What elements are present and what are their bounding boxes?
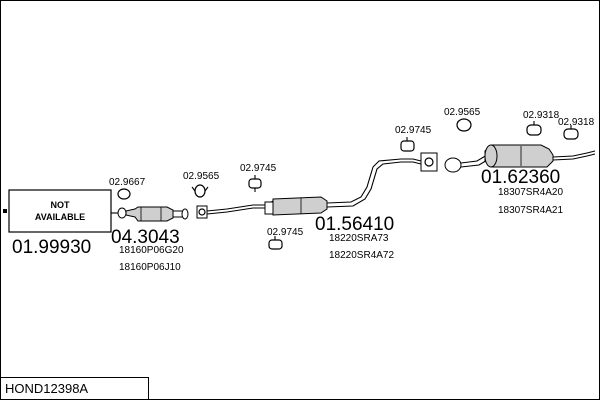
front-flange-icon [196, 205, 208, 219]
hanger-rear-left-ref: 02.9745 [395, 125, 432, 136]
not-available-part[interactable]: NOT AVAILABLE [8, 189, 112, 233]
rear-silencer-oem-2: 18307SR4A21 [498, 205, 563, 216]
rear-flange-icon [420, 152, 438, 172]
clamp-front-ref: 02.9565 [183, 171, 220, 182]
hanger-mid-top-icon[interactable] [248, 175, 262, 192]
rear-pipe-lower [326, 161, 422, 208]
center-silencer-oem-2: 18220SR4A72 [329, 250, 394, 261]
hanger-rear-b-ref: 02.9318 [558, 117, 595, 128]
front-pipe-oem-2: 18160P06J10 [119, 262, 181, 273]
front-pipe-part[interactable] [117, 206, 189, 222]
hanger-mid-bottom-ref: 02.9745 [267, 227, 304, 238]
diagram-code-label: HOND12398A [1, 377, 149, 399]
hanger-mid-top-ref: 02.9745 [240, 163, 277, 174]
front-pipe-number: 04.3043 [111, 227, 180, 248]
clamp-front-icon[interactable] [194, 184, 206, 198]
gasket-rear-icon[interactable] [456, 118, 472, 132]
rear-gasket-ring-icon [444, 157, 462, 173]
center-silencer-number: 01.56410 [315, 214, 394, 235]
gasket-front-icon[interactable] [117, 188, 131, 200]
system-start-marker [3, 209, 7, 213]
not-available-label-line2: AVAILABLE [35, 212, 85, 222]
hanger-rear-left-icon[interactable] [400, 137, 415, 152]
not-available-label-line1: NOT [51, 200, 71, 210]
gasket-front-ref: 02.9667 [109, 177, 146, 188]
hanger-mid-bottom-icon[interactable] [268, 236, 283, 250]
middle-clamp-icon [264, 201, 274, 215]
rear-pipe-upper[interactable] [326, 158, 422, 204]
hanger-rear-b-icon[interactable] [563, 125, 579, 140]
rear-inlet-pipe [460, 154, 488, 164]
hanger-rear-a-icon[interactable] [526, 121, 542, 136]
front-pipe-oem-1: 18160P06G20 [119, 245, 184, 256]
not-available-part-number: 01.99930 [12, 237, 91, 258]
rear-silencer-part[interactable] [484, 144, 596, 168]
rear-silencer-number: 01.62360 [481, 167, 560, 188]
center-silencer-oem-1: 18220SRA73 [329, 233, 389, 244]
rear-silencer-oem-1: 18307SR4A20 [498, 187, 563, 198]
center-silencer-part[interactable] [272, 196, 328, 216]
hanger-rear-a-ref: 02.9318 [523, 110, 560, 121]
gasket-rear-ref: 02.9565 [444, 107, 481, 118]
